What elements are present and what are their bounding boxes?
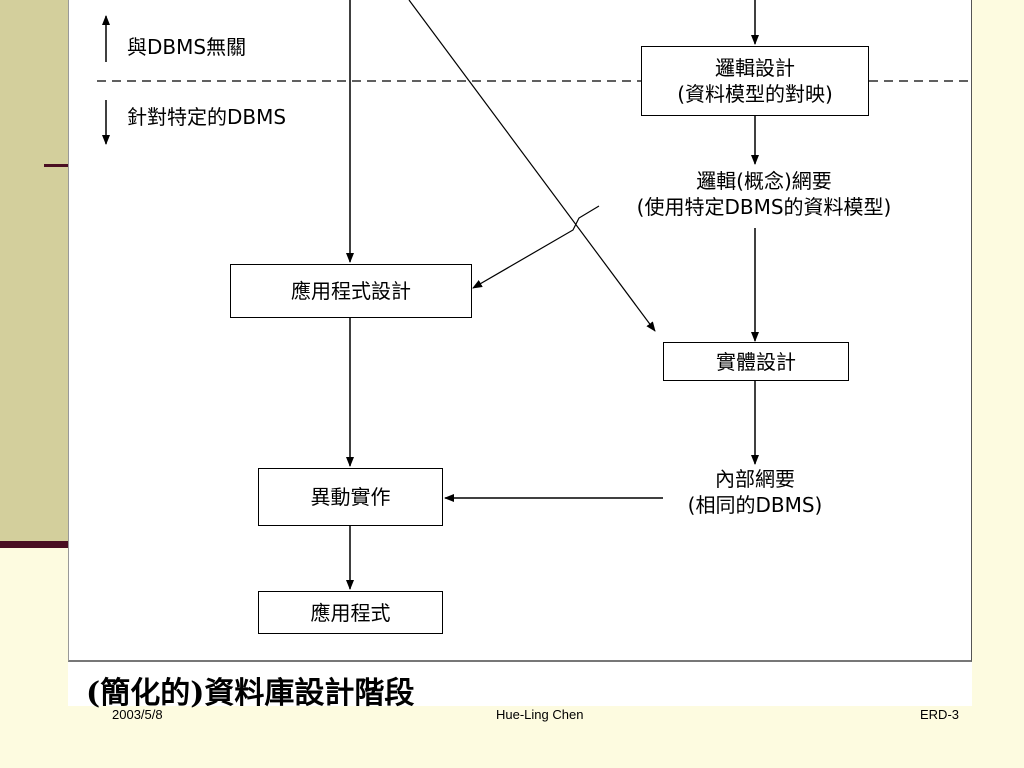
- diagram-connectors: [97, 0, 973, 590]
- internal-schema-subtitle: (相同的DBMS): [687, 493, 823, 517]
- footer-author: Hue-Ling Chen: [496, 707, 584, 722]
- application-design-box: 應用程式設計: [230, 264, 472, 318]
- slide-figure: 與DBMS無關 針對特定的DBMS 邏輯設計 (資料模型的對映) 邏輯(概念)網…: [68, 0, 973, 711]
- footer-date: 2003/5/8: [112, 707, 163, 722]
- decorative-left-band: [0, 0, 68, 545]
- internal-schema-label: 內部網要 (相同的DBMS): [649, 466, 861, 518]
- database-design-diagram: 與DBMS無關 針對特定的DBMS 邏輯設計 (資料模型的對映) 邏輯(概念)網…: [68, 0, 973, 662]
- db-independent-label: 與DBMS無關: [127, 35, 247, 59]
- logical-design-subtitle: (資料模型的對映): [677, 82, 833, 106]
- logical-design-title: 邏輯設計: [715, 56, 795, 80]
- decorative-top-rule: [44, 164, 72, 167]
- internal-schema-title: 內部網要: [715, 467, 795, 491]
- footer-slide-id: ERD-3: [920, 707, 960, 722]
- application-program-box: 應用程式: [258, 591, 443, 634]
- arrow-schema-to-application-design: [472, 205, 600, 289]
- figure-caption: (簡化的)資料庫設計階段: [86, 676, 415, 711]
- logical-schema-label: 邏輯(概念)網要 (使用特定DBMS的資料模型): [599, 168, 929, 220]
- arrow-to-physical-design-diagonal: [408, 0, 656, 332]
- physical-design-box: 實體設計: [663, 342, 849, 381]
- transaction-implementation-box: 異動實作: [258, 468, 443, 526]
- logical-schema-subtitle: (使用特定DBMS的資料模型): [636, 195, 892, 219]
- db-specific-label: 針對特定的DBMS: [127, 105, 287, 129]
- logical-schema-title: 邏輯(概念)網要: [696, 169, 832, 193]
- decorative-left-rule: [0, 541, 80, 548]
- logical-design-box: 邏輯設計 (資料模型的對映): [641, 46, 869, 116]
